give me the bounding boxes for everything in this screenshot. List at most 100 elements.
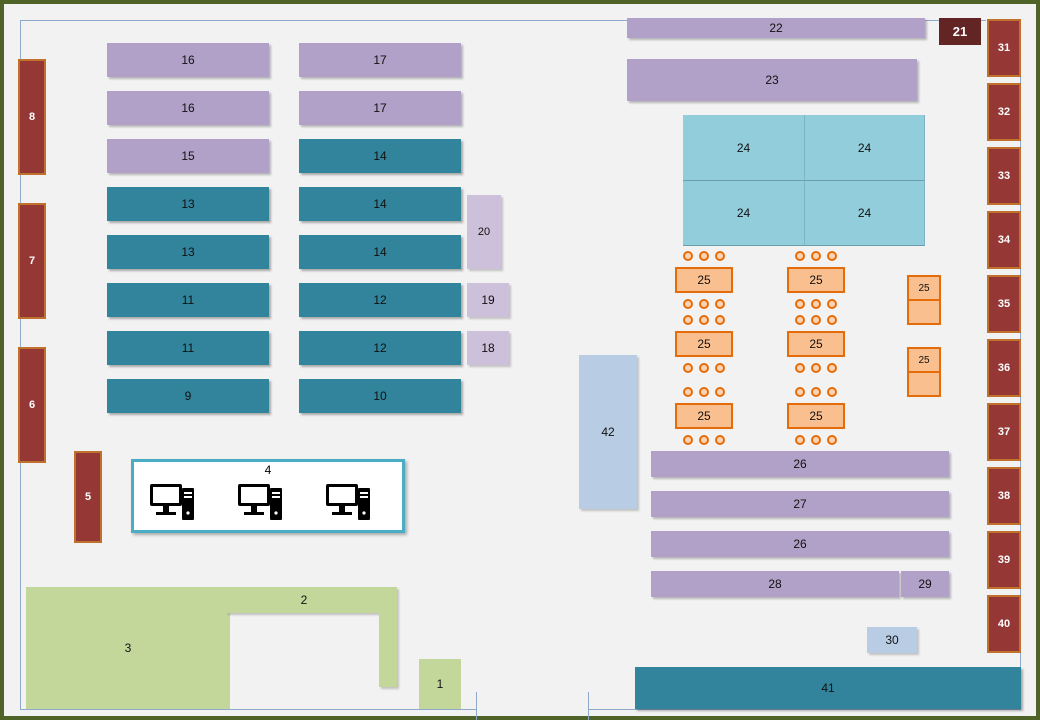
block-19[interactable]: 19 <box>467 283 509 317</box>
wall-line <box>20 20 986 21</box>
chair-circle-icon <box>811 251 821 261</box>
block-30[interactable]: 30 <box>867 627 917 653</box>
block-3[interactable]: 3 <box>26 587 230 709</box>
block-26-b[interactable]: 26 <box>651 531 949 557</box>
chair-circle-icon <box>699 363 709 373</box>
table-25-e[interactable]: 25 <box>675 403 733 429</box>
block-2-return <box>379 587 397 687</box>
block-37[interactable]: 37 <box>987 403 1021 461</box>
block-34[interactable]: 34 <box>987 211 1021 269</box>
block-17-a[interactable]: 17 <box>299 43 461 77</box>
block-12-b[interactable]: 12 <box>299 331 461 365</box>
table-25-c[interactable]: 25 <box>675 331 733 357</box>
block-17-b[interactable]: 17 <box>299 91 461 125</box>
table-25-f[interactable]: 25 <box>787 403 845 429</box>
block-11-a[interactable]: 11 <box>107 283 269 317</box>
computer-workstation-icon <box>326 484 370 520</box>
chair-circle-icon <box>683 299 693 309</box>
table-25-a[interactable]: 25 <box>675 267 733 293</box>
block-24-c[interactable]: 24 <box>683 181 805 246</box>
table-25-h[interactable]: 25 <box>907 347 941 397</box>
block-22[interactable]: 22 <box>627 18 925 38</box>
chair-circle-icon <box>827 315 837 325</box>
block-24-d[interactable]: 24 <box>805 181 925 246</box>
block-33[interactable]: 33 <box>987 147 1021 205</box>
chair-circle-icon <box>827 251 837 261</box>
block-18[interactable]: 18 <box>467 331 509 365</box>
chair-circle-icon <box>715 363 725 373</box>
block-1[interactable]: 1 <box>419 659 461 709</box>
chair-circle-icon <box>827 435 837 445</box>
chair-circle-icon <box>699 315 709 325</box>
block-4-label: 4 <box>264 463 272 477</box>
block-23[interactable]: 23 <box>627 59 917 101</box>
chair-circle-icon <box>795 435 805 445</box>
chair-circle-icon <box>827 363 837 373</box>
block-14-a[interactable]: 14 <box>299 139 461 173</box>
block-29[interactable]: 29 <box>901 571 949 597</box>
chair-circle-icon <box>699 387 709 397</box>
block-27[interactable]: 27 <box>651 491 949 517</box>
block-36[interactable]: 36 <box>987 339 1021 397</box>
block-10[interactable]: 10 <box>299 379 461 413</box>
block-28[interactable]: 28 <box>651 571 899 597</box>
chair-circle-icon <box>683 387 693 397</box>
block-7[interactable]: 7 <box>18 203 46 319</box>
block-24-b[interactable]: 24 <box>805 115 925 181</box>
block-35[interactable]: 35 <box>987 275 1021 333</box>
table-25-g[interactable]: 25 <box>907 275 941 325</box>
block-26-a[interactable]: 26 <box>651 451 949 477</box>
wall-line <box>588 709 1020 710</box>
chair-circle-icon <box>683 435 693 445</box>
block-4-computer-station[interactable]: 4 <box>131 459 405 533</box>
block-16-a[interactable]: 16 <box>107 43 269 77</box>
block-42[interactable]: 42 <box>579 355 637 509</box>
block-13-a[interactable]: 13 <box>107 187 269 221</box>
block-31[interactable]: 31 <box>987 19 1021 77</box>
chair-circle-icon <box>811 435 821 445</box>
table-25-b[interactable]: 25 <box>787 267 845 293</box>
block-40[interactable]: 40 <box>987 595 1021 653</box>
chair-circle-icon <box>683 363 693 373</box>
block-38[interactable]: 38 <box>987 467 1021 525</box>
block-41[interactable]: 41 <box>635 667 1021 709</box>
chair-circle-icon <box>715 299 725 309</box>
wall-line <box>20 709 476 710</box>
block-11-b[interactable]: 11 <box>107 331 269 365</box>
chair-circle-icon <box>715 387 725 397</box>
block-5[interactable]: 5 <box>74 451 102 543</box>
block-2[interactable]: 2 <box>226 587 382 613</box>
chair-circle-icon <box>699 435 709 445</box>
block-32[interactable]: 32 <box>987 83 1021 141</box>
block-21[interactable]: 21 <box>939 18 981 45</box>
chair-circle-icon <box>715 435 725 445</box>
computer-workstation-icon <box>150 484 194 520</box>
block-20[interactable]: 20 <box>467 195 501 269</box>
chair-circle-icon <box>795 251 805 261</box>
table-25-d[interactable]: 25 <box>787 331 845 357</box>
block-39[interactable]: 39 <box>987 531 1021 589</box>
block-15[interactable]: 15 <box>107 139 269 173</box>
chair-circle-icon <box>811 299 821 309</box>
block-24-a[interactable]: 24 <box>683 115 805 181</box>
block-13-b[interactable]: 13 <box>107 235 269 269</box>
chair-circle-icon <box>811 387 821 397</box>
chair-circle-icon <box>795 363 805 373</box>
chair-circle-icon <box>699 299 709 309</box>
wall-line <box>476 692 477 720</box>
chair-circle-icon <box>827 387 837 397</box>
chair-circle-icon <box>811 363 821 373</box>
block-14-c[interactable]: 14 <box>299 235 461 269</box>
block-12-a[interactable]: 12 <box>299 283 461 317</box>
chair-circle-icon <box>699 251 709 261</box>
chair-circle-icon <box>795 315 805 325</box>
chair-circle-icon <box>827 299 837 309</box>
wall-line <box>588 692 589 720</box>
block-6[interactable]: 6 <box>18 347 46 463</box>
chair-circle-icon <box>795 387 805 397</box>
block-16-b[interactable]: 16 <box>107 91 269 125</box>
block-8[interactable]: 8 <box>18 59 46 175</box>
block-9[interactable]: 9 <box>107 379 269 413</box>
block-14-b[interactable]: 14 <box>299 187 461 221</box>
